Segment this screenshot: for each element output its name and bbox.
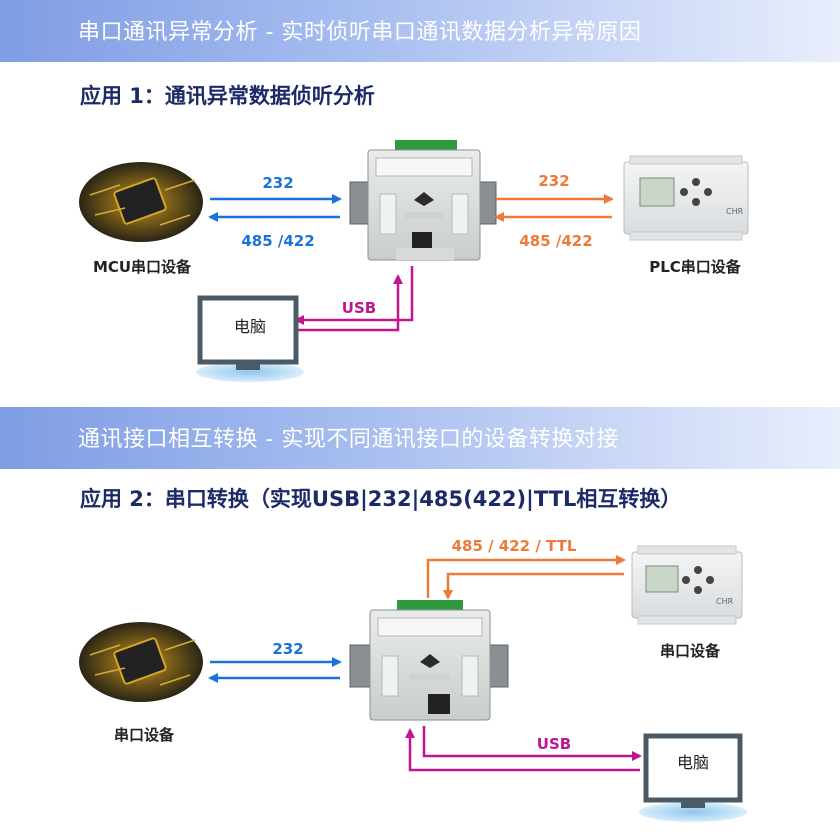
label-232-left: 232 — [262, 174, 293, 192]
usb-line-device-to-pc — [294, 266, 414, 325]
plc-caption: PLC串口设备 — [649, 258, 742, 276]
pc-monitor-1 — [196, 295, 304, 382]
label-485-right: 485 /422 — [519, 232, 592, 250]
svg-text:CHR: CHR — [716, 597, 734, 606]
plc-device-image-2: CHR — [631, 545, 743, 625]
section2-banner-text: 通讯接口相互转换 - 实现不同通讯接口的设备转换对接 — [78, 427, 619, 452]
svg-text:CHR: CHR — [726, 207, 744, 216]
mcu-board-image — [79, 162, 203, 242]
serial-device-caption-right: 串口设备 — [660, 642, 721, 660]
serial-board-image-2 — [79, 622, 203, 702]
section2-title: 应用 2：串口转换（实现USB|232|485(422)|TTL相互转换） — [80, 487, 682, 511]
label-485-left: 485 /422 — [241, 232, 314, 250]
usb-label-2: USB — [537, 735, 571, 753]
pc-screen-text-1: 电脑 — [234, 317, 266, 336]
usb-line-device-to-pc-2 — [422, 726, 642, 761]
pc-screen-text-2: 电脑 — [677, 753, 709, 772]
label-232-section2: 232 — [272, 640, 303, 658]
usb-label-1: USB — [342, 299, 376, 317]
arrow-ttl-to-plc — [426, 555, 626, 598]
mcu-caption: MCU串口设备 — [93, 258, 192, 276]
usb-line-pc-to-device-2 — [405, 728, 640, 772]
serial-device-caption-left: 串口设备 — [114, 726, 175, 744]
serial-converter-device-1 — [349, 140, 497, 261]
section1-banner: 串口通讯异常分析 - 实时侦听串口通讯数据分析异常原因 — [0, 0, 840, 62]
section1-banner-text: 串口通讯异常分析 - 实时侦听串口通讯数据分析异常原因 — [78, 20, 642, 45]
label-232-right: 232 — [538, 172, 569, 190]
plc-device-image-1: CHR — [623, 155, 749, 241]
usb-line-pc-to-device — [296, 274, 403, 332]
arrow-ttl-to-device — [443, 572, 624, 600]
section2-banner: 通讯接口相互转换 - 实现不同通讯接口的设备转换对接 — [0, 407, 840, 469]
label-485-422-ttl: 485 / 422 / TTL — [452, 537, 577, 555]
section1-title: 应用 1：通讯异常数据侦听分析 — [80, 84, 375, 108]
pc-monitor-2 — [639, 733, 747, 822]
serial-converter-device-2 — [349, 600, 509, 721]
